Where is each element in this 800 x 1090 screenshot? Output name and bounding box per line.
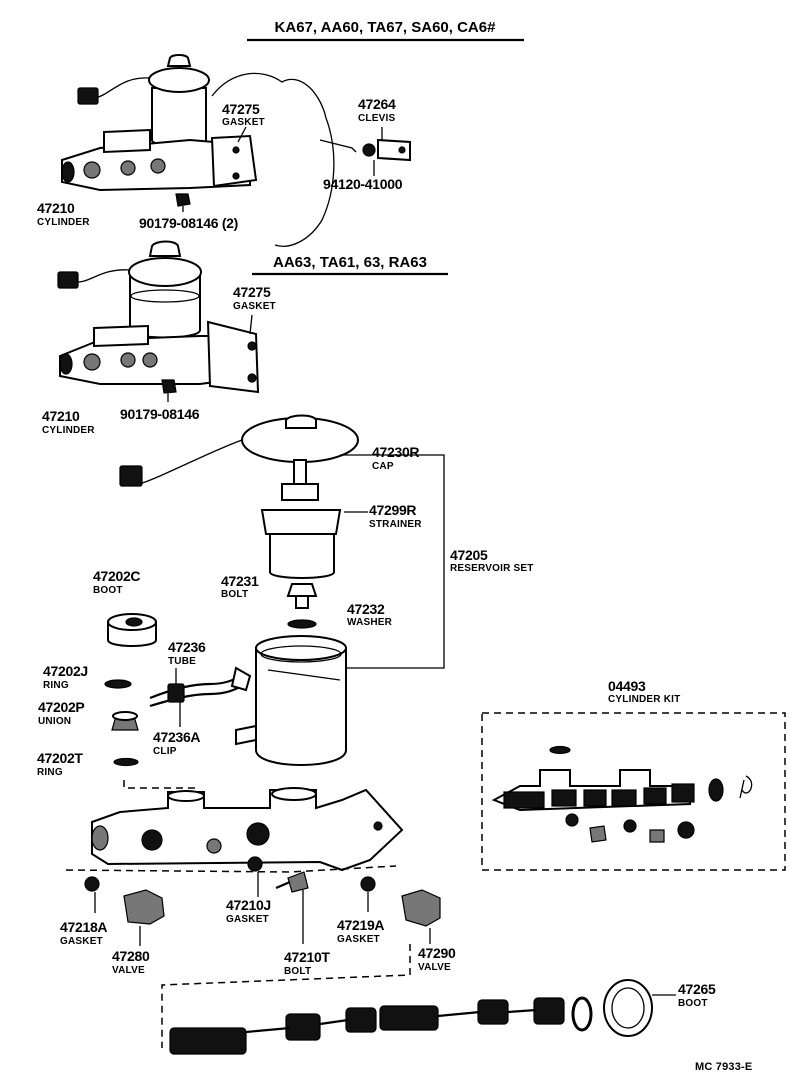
label-47219a-part: 47219A (337, 917, 384, 933)
label-47236a-part: 47236A (153, 729, 200, 745)
label-90179-b-part: 90179-08146 (120, 406, 200, 422)
label-47210t-name: BOLT (284, 966, 311, 977)
label-47280-part: 47280 (112, 948, 150, 964)
label-47202p-part: 47202P (38, 699, 84, 715)
label-47290-part: 47290 (418, 945, 456, 961)
label-47232-name: WASHER (347, 617, 393, 628)
label-47290-name: VALVE (418, 962, 451, 973)
label-47265-name: BOOT (678, 998, 708, 1009)
label-47275-a-part: 47275 (222, 101, 260, 117)
label-90179-a-part: 90179-08146 (2) (139, 215, 238, 231)
label-47202j-name: RING (43, 680, 69, 691)
assembly-1-illustration (61, 54, 411, 247)
label-47210-a-name: CYLINDER (37, 217, 90, 228)
label-47275-b-name: GASKET (233, 301, 276, 312)
label-47275-b-part: 47275 (233, 284, 271, 300)
label-47202c-name: BOOT (93, 585, 123, 596)
label-47264-name: CLEVIS (358, 113, 395, 124)
label-47236-part: 47236 (168, 639, 206, 655)
label-47210-a-part: 47210 (37, 200, 75, 216)
label-47299r-part: 47299R (369, 502, 416, 518)
label-47210-b-name: CYLINDER (42, 425, 95, 436)
label-47202t-part: 47202T (37, 750, 83, 766)
label-47205-name: RESERVOIR SET (450, 563, 534, 574)
label-47299r-name: STRAINER (369, 519, 422, 530)
label-47236a-name: CLIP (153, 746, 177, 757)
footer-code: MC 7933-E (695, 1061, 752, 1073)
header-models-1-text: KA67, AA60, TA67, SA60, CA6# (275, 19, 497, 36)
label-04493-name: CYLINDER KIT (608, 694, 680, 705)
label-47280-name: VALVE (112, 965, 145, 976)
label-47210-b-part: 47210 (42, 408, 80, 424)
label-47210j-name: GASKET (226, 914, 269, 925)
label-47230r-name: CAP (372, 461, 394, 472)
tube-group-illustration (104, 613, 252, 767)
label-47202p-name: UNION (38, 716, 71, 727)
label-47230r-part: 47230R (372, 444, 419, 460)
header-models-1: KA67, AA60, TA67, SA60, CA6# (247, 19, 524, 42)
label-47218a-name: GASKET (60, 936, 103, 947)
assembly-2-illustration (57, 240, 260, 402)
label-47265-part: 47265 (678, 981, 716, 997)
label-47219a-name: GASKET (337, 934, 380, 945)
label-47218a-part: 47218A (60, 919, 107, 935)
main-cylinder-illustration (65, 780, 441, 946)
label-47231-name: BOLT (221, 589, 248, 600)
label-47264-part: 47264 (358, 96, 396, 112)
label-47205-part: 47205 (450, 547, 488, 563)
label-47236-name: TUBE (168, 656, 196, 667)
label-47232-part: 47232 (347, 601, 385, 617)
label-47210t-part: 47210T (284, 949, 330, 965)
cylinder-kit-illustration (481, 712, 786, 871)
reservoir-illustration (119, 414, 445, 766)
header-models-2-text: AA63, TA61, 63, RA63 (273, 254, 427, 271)
piston-assembly-illustration (161, 944, 676, 1055)
label-94120-part: 94120-41000 (323, 176, 403, 192)
label-04493-part: 04493 (608, 678, 646, 694)
header-models-2: AA63, TA61, 63, RA63 (252, 254, 448, 276)
label-47202t-name: RING (37, 767, 63, 778)
label-47210j-part: 47210J (226, 897, 271, 913)
label-47275-a-name: GASKET (222, 117, 265, 128)
label-47202j-part: 47202J (43, 663, 88, 679)
label-47231-part: 47231 (221, 573, 259, 589)
label-47202c-part: 47202C (93, 568, 140, 584)
